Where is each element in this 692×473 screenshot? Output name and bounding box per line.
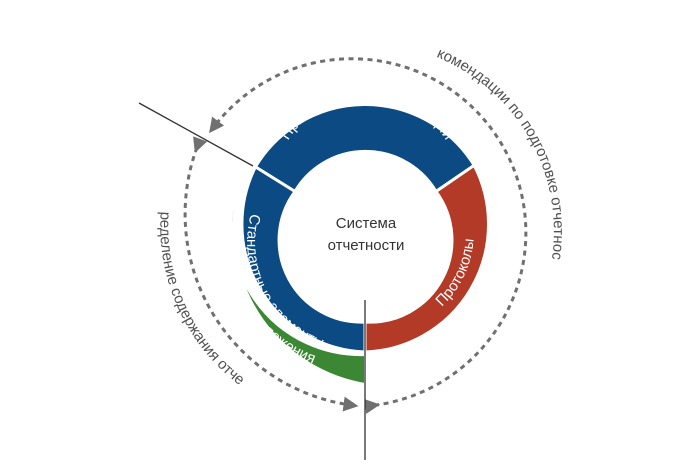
inner-dashed-arrow bbox=[183, 136, 359, 412]
outer-dashed-arrow bbox=[209, 57, 528, 414]
divider-line-diagonal bbox=[138, 102, 254, 167]
center-circle bbox=[288, 162, 444, 318]
center-label-line2: отчетности bbox=[328, 237, 405, 254]
center-label-line1: Система bbox=[336, 215, 397, 232]
inner-arrow-label: Определение содержания отчета bbox=[0, 0, 248, 388]
segment-principles bbox=[253, 103, 477, 194]
